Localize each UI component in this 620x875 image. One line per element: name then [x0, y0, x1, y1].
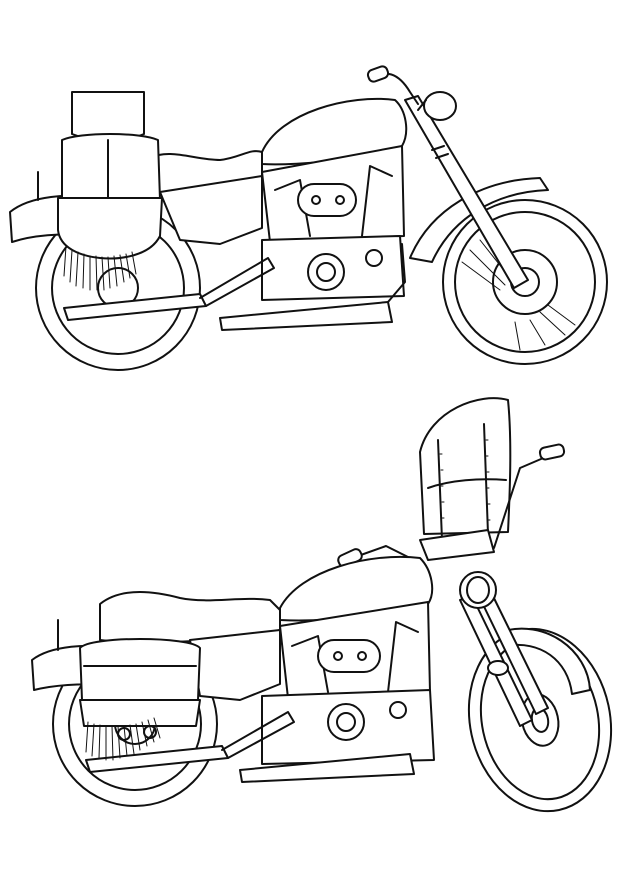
motorcycle-bottom-exhaust	[85, 711, 415, 783]
motorcycle-top-saddlebag	[57, 91, 163, 291]
motorcycle-bottom-front-fender	[499, 627, 591, 695]
motorcycle-bottom-engine	[261, 601, 435, 765]
motorcycle-top-engine	[261, 145, 405, 301]
motorcycle-bottom	[31, 397, 613, 813]
motorcycle-top-frame	[159, 175, 263, 245]
motorcycle-top-handlebar	[366, 65, 419, 105]
motorcycle-bottom-windshield	[419, 397, 512, 561]
motorcycle-top-front-fender	[409, 177, 549, 263]
motorcycle-top	[9, 65, 608, 371]
motorcycle-top-exhaust	[63, 243, 406, 331]
motorcycle-bottom-saddlebag	[79, 638, 201, 761]
motorcycle-bottom-frame	[189, 629, 281, 701]
motorcycle-top-front-wheel	[442, 199, 608, 365]
motorcycle-top-headlight	[417, 91, 457, 121]
motorcycle-bottom-headlight	[459, 571, 497, 609]
